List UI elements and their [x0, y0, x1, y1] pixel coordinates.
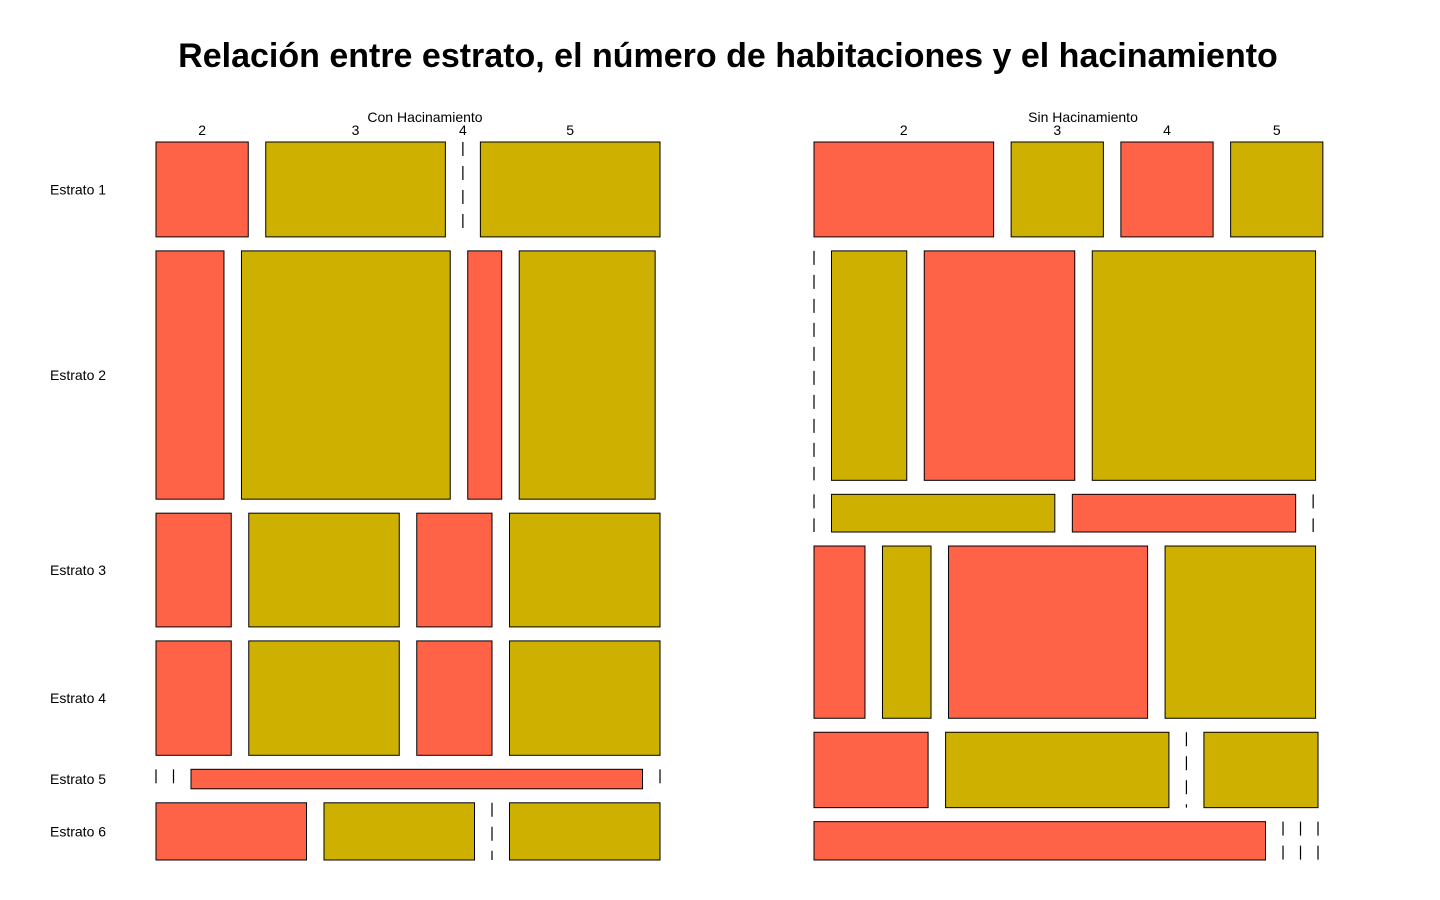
chart-title: Relación entre estrato, el número de hab…: [178, 37, 1278, 75]
row-label: Estrato 4: [50, 690, 106, 706]
row-label: Estrato 5: [50, 771, 106, 787]
mosaic-tile: [831, 250, 908, 481]
mosaic-tile: [155, 640, 232, 756]
mosaic-tile: [509, 802, 661, 861]
plot-area: Estrato 1 Estrato 2 Estrato 3 Estrato 4 Estr…: [50, 109, 1324, 861]
column-label: 3: [1053, 122, 1061, 138]
mosaic-tile: [155, 802, 308, 861]
column-label: 5: [1273, 122, 1281, 138]
mosaic-tile: [1071, 493, 1297, 533]
mosaic-tile: [1203, 731, 1319, 809]
mosaic-tile: [923, 250, 1076, 481]
column-label: 4: [459, 122, 467, 138]
column-label: 5: [566, 122, 574, 138]
mosaic-tile: [948, 545, 1149, 719]
mosaic-tile: [509, 640, 661, 756]
mosaic-tile: [190, 768, 644, 790]
mosaic-tile: [155, 250, 225, 500]
column-label: 2: [900, 122, 908, 138]
mosaic-tile: [416, 512, 493, 628]
mosaic-tile: [945, 731, 1170, 809]
row-label: Estrato 2: [50, 367, 106, 383]
column-label: 2: [198, 122, 206, 138]
panel-title: Sin Hacinamiento: [1028, 109, 1138, 125]
mosaic-tile: [479, 141, 661, 238]
mosaic-tile: [881, 545, 932, 719]
mosaic-tile: [1120, 141, 1214, 238]
mosaic-tile: [831, 493, 1056, 533]
row-label: Estrato 1: [50, 181, 106, 197]
mosaic-tile: [265, 141, 446, 238]
mosaic-tile: [813, 821, 1267, 861]
mosaic-tile: [467, 250, 503, 500]
column-label: 3: [352, 122, 360, 138]
column-label: 4: [1163, 122, 1171, 138]
mosaic-tile: [240, 250, 451, 500]
mosaic-tile: [813, 731, 929, 809]
mosaic-tile: [1164, 545, 1317, 719]
panel-title: Con Hacinamiento: [367, 109, 482, 125]
mosaic-tile: [416, 640, 493, 756]
mosaic-tile: [155, 141, 249, 238]
mosaic-tile: [518, 250, 656, 500]
mosaic-tile: [248, 640, 400, 756]
mosaic-tile: [1010, 141, 1104, 238]
mosaic-tile: [248, 512, 400, 628]
mosaic-tile: [155, 512, 232, 628]
row-label: Estrato 6: [50, 823, 106, 839]
mosaic-tile: [813, 545, 866, 719]
mosaic-tile: [323, 802, 476, 861]
mosaic-tile: [509, 512, 661, 628]
mosaic-tile: [1091, 250, 1317, 481]
row-label: Estrato 3: [50, 562, 106, 578]
mosaic-tile: [1230, 141, 1324, 238]
mosaic-tile: [813, 141, 995, 238]
